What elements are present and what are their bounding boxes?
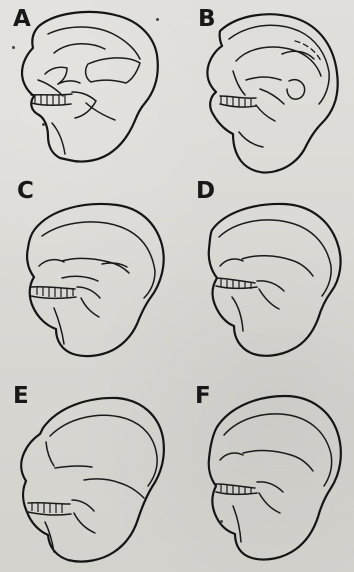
skull-head-profile-icon	[177, 190, 354, 380]
skull-head-profile-icon	[177, 380, 354, 570]
skull-head-profile-icon	[0, 0, 177, 190]
panel-a: A	[0, 0, 177, 190]
print-speck	[12, 46, 15, 49]
panel-f: F	[177, 380, 354, 570]
print-speck	[220, 520, 223, 523]
panel-e: E	[0, 380, 177, 570]
skull-head-profile-icon	[177, 0, 354, 190]
panel-c: C	[0, 190, 177, 380]
print-speck	[156, 18, 159, 21]
skull-head-profile-icon	[0, 380, 177, 570]
panel-d: D	[177, 190, 354, 380]
skull-head-profile-icon	[0, 190, 177, 380]
panel-b: B	[177, 0, 354, 190]
print-speck	[42, 123, 45, 126]
